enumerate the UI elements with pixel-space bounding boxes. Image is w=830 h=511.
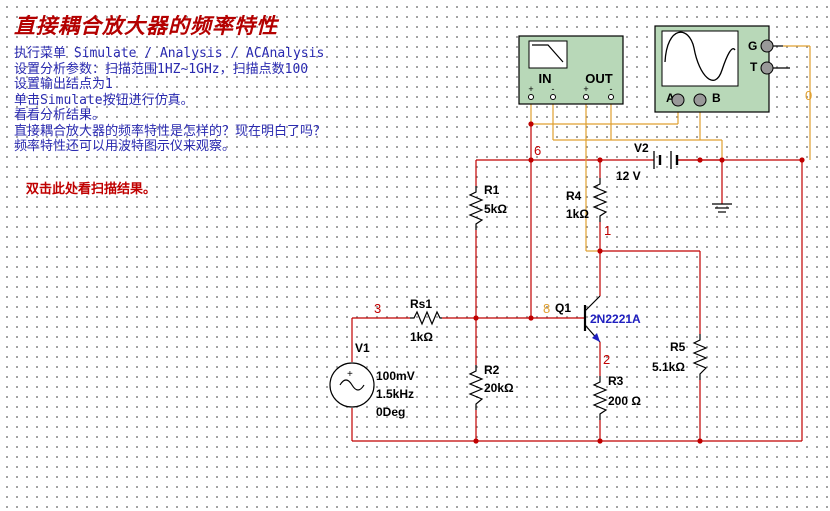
- v2-name: V2: [634, 141, 649, 155]
- junction-dot: [799, 157, 805, 163]
- terminal-icon[interactable]: [528, 94, 534, 100]
- instruction-line: 直接耦合放大器的频率特性是怎样的？现在明白了吗？: [14, 123, 327, 139]
- bode-curve-icon: [532, 44, 564, 63]
- q1-model: 2N2221A: [590, 312, 641, 326]
- r1-value: 5kΩ: [484, 202, 507, 216]
- r5-resistor[interactable]: [692, 334, 708, 380]
- r2-resistor[interactable]: [468, 365, 484, 410]
- rs1-value: 1kΩ: [410, 330, 433, 344]
- junction-dot: [597, 438, 603, 444]
- r4-name: R4: [566, 189, 582, 203]
- v2-battery[interactable]: [653, 151, 679, 169]
- r1-resistor[interactable]: [468, 186, 484, 230]
- v1-frequency: 1.5kHz: [376, 387, 414, 401]
- v1-phase: 0Deg: [376, 405, 405, 419]
- scope-ground-label: G: [748, 39, 757, 53]
- emitter-arrow-icon: [592, 333, 600, 342]
- terminal-icon[interactable]: [608, 94, 614, 100]
- oscilloscope[interactable]: A B G T: [654, 25, 790, 113]
- bode-terminals: [528, 94, 614, 100]
- channel-a-terminal-icon[interactable]: [671, 93, 685, 107]
- channel-b-terminal-icon[interactable]: [693, 93, 707, 107]
- junction-dot: [719, 157, 725, 163]
- page-title: 直接耦合放大器的频率特性: [14, 13, 278, 38]
- junction-dot: [697, 157, 703, 163]
- waveform-icon: [664, 31, 736, 81]
- bode-in-label: IN: [539, 71, 552, 86]
- scope-trigger-label: T: [750, 60, 758, 74]
- instructions-block: 执行菜单 Simulate / Analysis / ACAnalysis 设置…: [14, 46, 326, 155]
- r1-name: R1: [484, 183, 500, 197]
- node-label-2: 2: [603, 352, 610, 367]
- rs1-name: Rs1: [410, 297, 432, 311]
- junctions: [473, 121, 805, 444]
- oscilloscope-screen: [661, 30, 739, 87]
- plus-sign: +: [347, 369, 353, 380]
- r3-resistor[interactable]: [592, 376, 608, 420]
- scope-channel-a-label: A: [666, 91, 675, 105]
- resistor-symbols: [410, 178, 708, 420]
- bode-pin-label: -: [610, 84, 613, 94]
- r5-value: 5.1kΩ: [652, 360, 685, 374]
- bode-pin-label: -: [552, 84, 555, 94]
- instruction-line: 频率特性还可以用波特图示仪来观察。: [14, 139, 236, 154]
- node-label-1: 1: [604, 223, 611, 238]
- bode-pin-label: +: [583, 84, 588, 94]
- junction-dot: [473, 315, 479, 321]
- v1-ac-source[interactable]: +: [329, 362, 375, 408]
- q1-transistor[interactable]: [583, 295, 601, 343]
- terminal-icon[interactable]: [583, 94, 589, 100]
- sine-icon: [339, 379, 365, 391]
- v1-name: V1: [355, 341, 370, 355]
- trigger-terminal-icon[interactable]: [760, 61, 774, 75]
- terminal-icon[interactable]: [550, 94, 556, 100]
- r4-value: 1kΩ: [566, 207, 589, 221]
- rs1-resistor[interactable]: [410, 310, 442, 326]
- r2-value: 20kΩ: [484, 381, 514, 395]
- instruction-line: 单击Simulate按钮进行仿真。: [14, 92, 194, 108]
- r2-name: R2: [484, 363, 500, 377]
- node-label-8: 8: [543, 301, 550, 316]
- r4-resistor[interactable]: [592, 178, 608, 222]
- node-label-3: 3: [374, 301, 381, 316]
- junction-dot: [597, 157, 603, 163]
- circuit-wires: [351, 124, 803, 442]
- scope-channel-b-label: B: [712, 91, 721, 105]
- junction-dot: [597, 248, 603, 254]
- transistor-collector: [584, 295, 601, 312]
- ground-symbol: [712, 203, 732, 213]
- r3-value: 200 Ω: [608, 394, 641, 408]
- junction-dot: [528, 157, 534, 163]
- v1-amplitude: 100mV: [376, 369, 415, 383]
- instruction-line: 设置输出结点为1: [14, 77, 113, 92]
- junction-dot: [473, 438, 479, 444]
- bode-pin-label: +: [528, 84, 533, 94]
- junction-dot: [697, 438, 703, 444]
- instruction-line: 看看分析结果。: [14, 108, 106, 123]
- node-label-0: 0: [805, 88, 812, 103]
- r3-name: R3: [608, 374, 624, 388]
- q1-name: Q1: [555, 301, 571, 315]
- node-label-6: 6: [534, 143, 541, 158]
- bode-plotter[interactable]: IN OUT + - + -: [518, 35, 624, 105]
- bode-plotter-screen: [528, 40, 568, 69]
- ground-terminal-icon[interactable]: [760, 39, 774, 53]
- instruction-line: 执行菜单 Simulate / Analysis / ACAnalysis: [14, 46, 325, 61]
- probe-wires: [530, 45, 811, 252]
- instruction-line: 设置分析参数：扫描范围1HZ~1GHz，扫描点数100: [14, 61, 309, 77]
- r5-name: R5: [670, 340, 686, 354]
- junction-dot: [528, 121, 534, 127]
- v2-value: 12 V: [616, 169, 641, 183]
- bode-out-label: OUT: [585, 71, 613, 86]
- component-labels: V2 12 V R1 5kΩ R4 1kΩ Rs1 1kΩ Q1 2N2221A…: [355, 141, 686, 419]
- junction-dot: [528, 315, 534, 321]
- scan-result-hint[interactable]: 双击此处看扫描结果。: [26, 182, 157, 197]
